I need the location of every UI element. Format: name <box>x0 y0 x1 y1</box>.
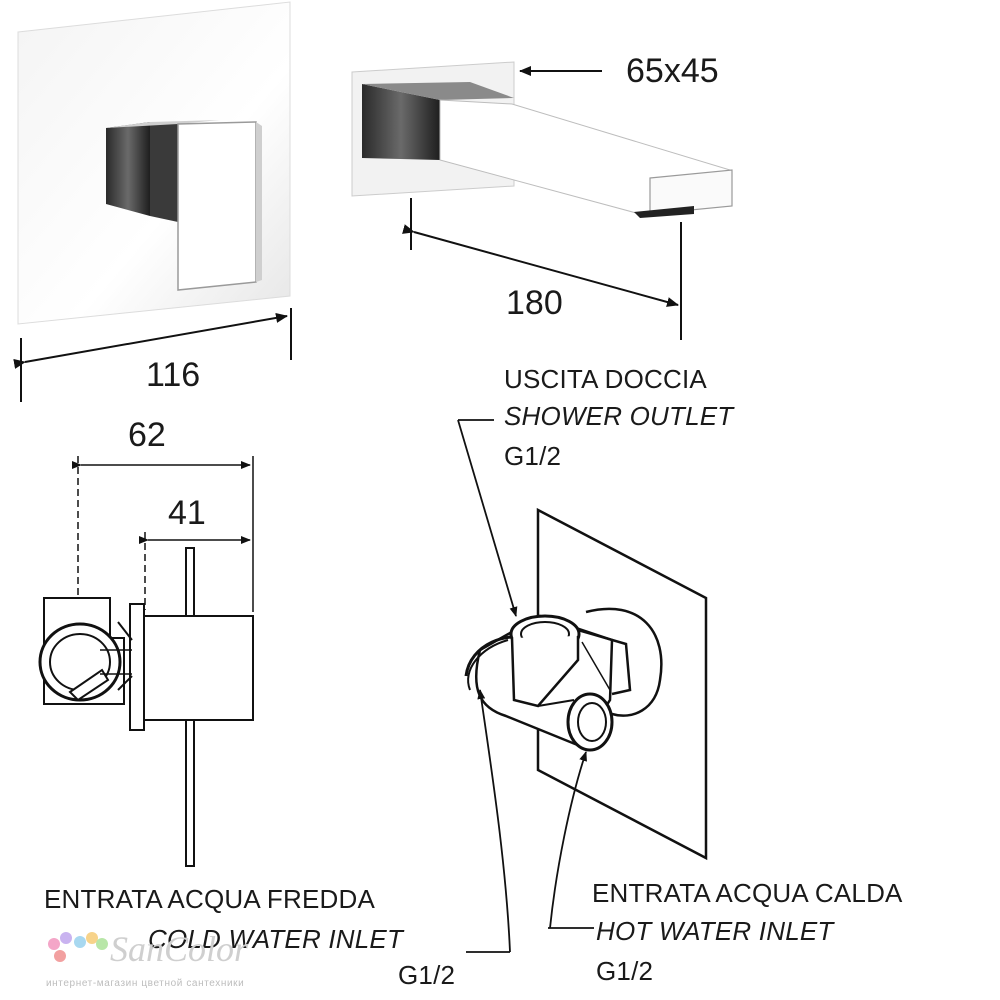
isometric-view <box>464 507 708 861</box>
dim-label-41: 41 <box>168 494 206 532</box>
cold-inlet-thread: G1/2 <box>398 960 456 990</box>
dim-116 <box>13 308 292 402</box>
side-section-view <box>38 547 254 867</box>
leader-cold-inlet <box>466 689 511 953</box>
dim-label-116: 116 <box>146 356 201 394</box>
dim-62 <box>72 456 254 612</box>
spout-photo <box>351 61 733 218</box>
shower-outlet-label-it: USCITA DOCCIA <box>504 364 707 394</box>
cold-inlet-label-en: COLD WATER INLET <box>148 924 404 954</box>
leader-shower-outlet <box>457 419 518 617</box>
hot-inlet-label-it: ENTRATA ACQUA CALDA <box>592 878 903 908</box>
hot-inlet-label-en: HOT WATER INLET <box>596 916 834 946</box>
dim-180 <box>402 198 682 340</box>
dim-label-65x45: 65x45 <box>626 52 719 90</box>
watermark-dot <box>48 938 60 950</box>
watermark-dot <box>74 936 86 948</box>
dim-label-180: 180 <box>506 284 563 322</box>
watermark-logo-dots <box>48 932 108 962</box>
leader-hot-inlet <box>548 751 594 929</box>
shower-outlet-label-en: SHOWER OUTLET <box>504 401 734 431</box>
watermark-dot <box>54 950 66 962</box>
watermark-name: SanColor <box>110 929 249 969</box>
cold-inlet-label-it: ENTRATA ACQUA FREDDA <box>44 884 375 914</box>
dim-41 <box>139 532 251 610</box>
shower-outlet-thread: G1/2 <box>504 441 562 471</box>
watermark-dot <box>60 932 72 944</box>
watermark-dot <box>86 932 98 944</box>
watermark-dot <box>96 938 108 950</box>
mixer-plate-photo <box>17 1 291 325</box>
hot-inlet-thread: G1/2 <box>596 956 654 986</box>
dim-label-62: 62 <box>128 416 166 454</box>
watermark-tagline: интернет-магазин цветной сантехники <box>46 978 245 989</box>
